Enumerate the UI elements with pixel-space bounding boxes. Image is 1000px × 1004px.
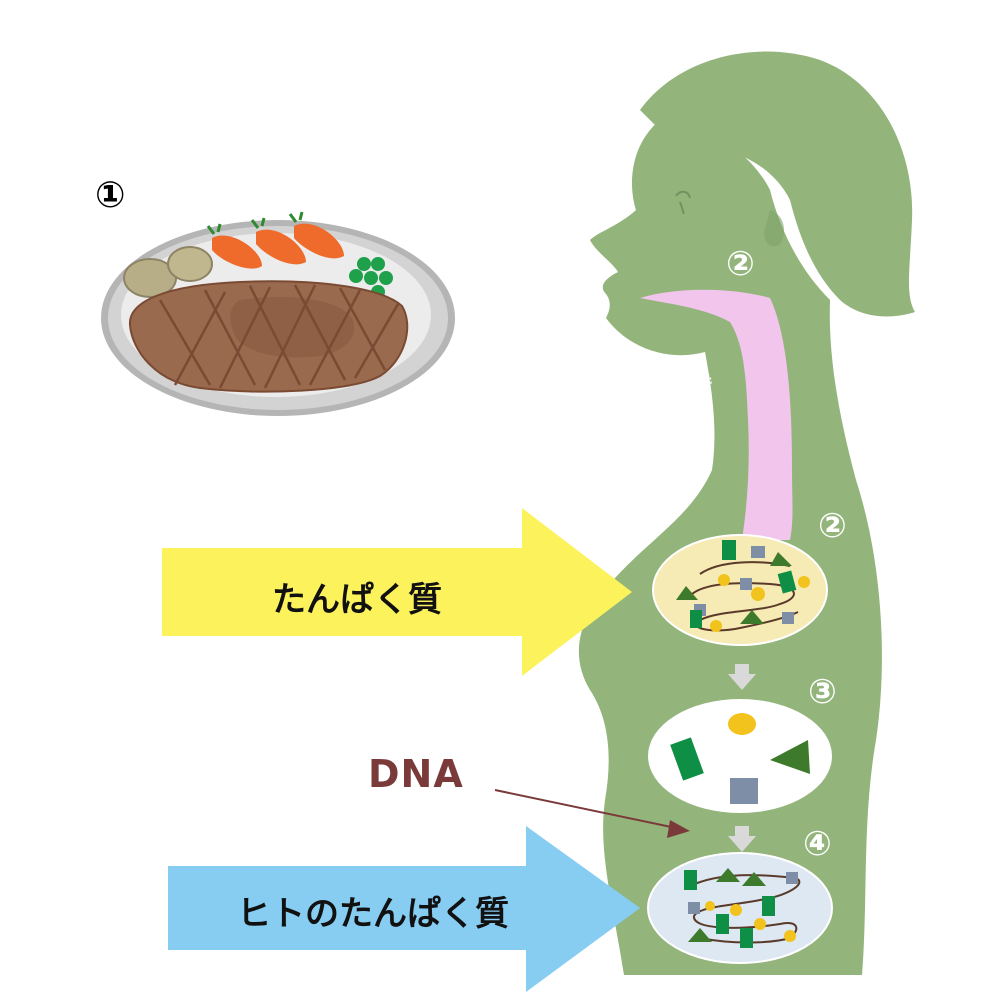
plate-icon xyxy=(101,211,455,416)
carrot xyxy=(288,211,344,259)
amino-square xyxy=(688,902,700,914)
amino-triangle xyxy=(770,552,792,566)
carrot xyxy=(250,217,306,265)
amino-triangle xyxy=(742,872,766,886)
amino-rect xyxy=(716,914,729,934)
human-protein-arrow xyxy=(168,826,640,992)
amino-rect xyxy=(740,928,753,948)
amino-circle xyxy=(751,587,765,601)
amino-rect xyxy=(777,570,797,594)
amino-rect xyxy=(762,896,775,916)
protein-arrow xyxy=(162,508,632,676)
grill-marks xyxy=(158,284,400,389)
steak-fat xyxy=(230,296,355,358)
amino-rect xyxy=(722,540,736,560)
amino-triangle xyxy=(770,740,810,774)
dna-arrow-head xyxy=(667,820,690,838)
amino-circle xyxy=(728,713,756,735)
amino-acids-ellipse xyxy=(648,699,832,813)
amino-square xyxy=(740,578,752,590)
amino-circle xyxy=(784,930,796,942)
amino-circle xyxy=(705,901,715,911)
human-protein-ellipse xyxy=(647,852,833,964)
hair xyxy=(640,51,915,317)
step-2-mouth-label: ② xyxy=(726,244,755,284)
esophagus-icon xyxy=(640,289,793,540)
human-protein-label: ヒトのたんぱく質 xyxy=(237,894,509,934)
dna-arrow-line xyxy=(494,789,677,829)
amino-triangle xyxy=(716,868,740,882)
amino-triangle xyxy=(740,610,764,624)
amino-triangle xyxy=(676,586,698,600)
amino-rect xyxy=(670,737,704,781)
chain-strand xyxy=(687,582,799,632)
arrow-down-icon xyxy=(728,826,756,852)
amino-rect xyxy=(690,610,702,628)
arrow-down-icon xyxy=(728,664,756,690)
carrot xyxy=(206,223,262,269)
amino-circle xyxy=(730,904,742,916)
protein-chain-ellipse xyxy=(652,534,828,646)
peas xyxy=(349,257,393,299)
amino-circle xyxy=(710,620,722,632)
amino-circle xyxy=(754,918,766,930)
amino-square xyxy=(730,778,758,804)
step-3-label: ③ xyxy=(808,672,837,712)
dna-label: DNA xyxy=(368,752,464,796)
amino-square xyxy=(751,546,765,558)
amino-rect xyxy=(684,870,697,890)
step-2-stomach-label: ② xyxy=(818,506,847,546)
throat-mark xyxy=(688,370,712,394)
step-4-label: ④ xyxy=(803,824,832,864)
amino-circle xyxy=(798,576,810,588)
ear xyxy=(764,210,785,247)
potato xyxy=(167,246,213,282)
amino-circle xyxy=(718,574,730,586)
step-1-label: ① xyxy=(95,175,126,216)
amino-square xyxy=(782,612,794,624)
protein-label: たんぱく質 xyxy=(272,580,442,620)
eye xyxy=(675,190,691,215)
amino-triangle xyxy=(688,928,712,942)
amino-square xyxy=(786,872,798,884)
